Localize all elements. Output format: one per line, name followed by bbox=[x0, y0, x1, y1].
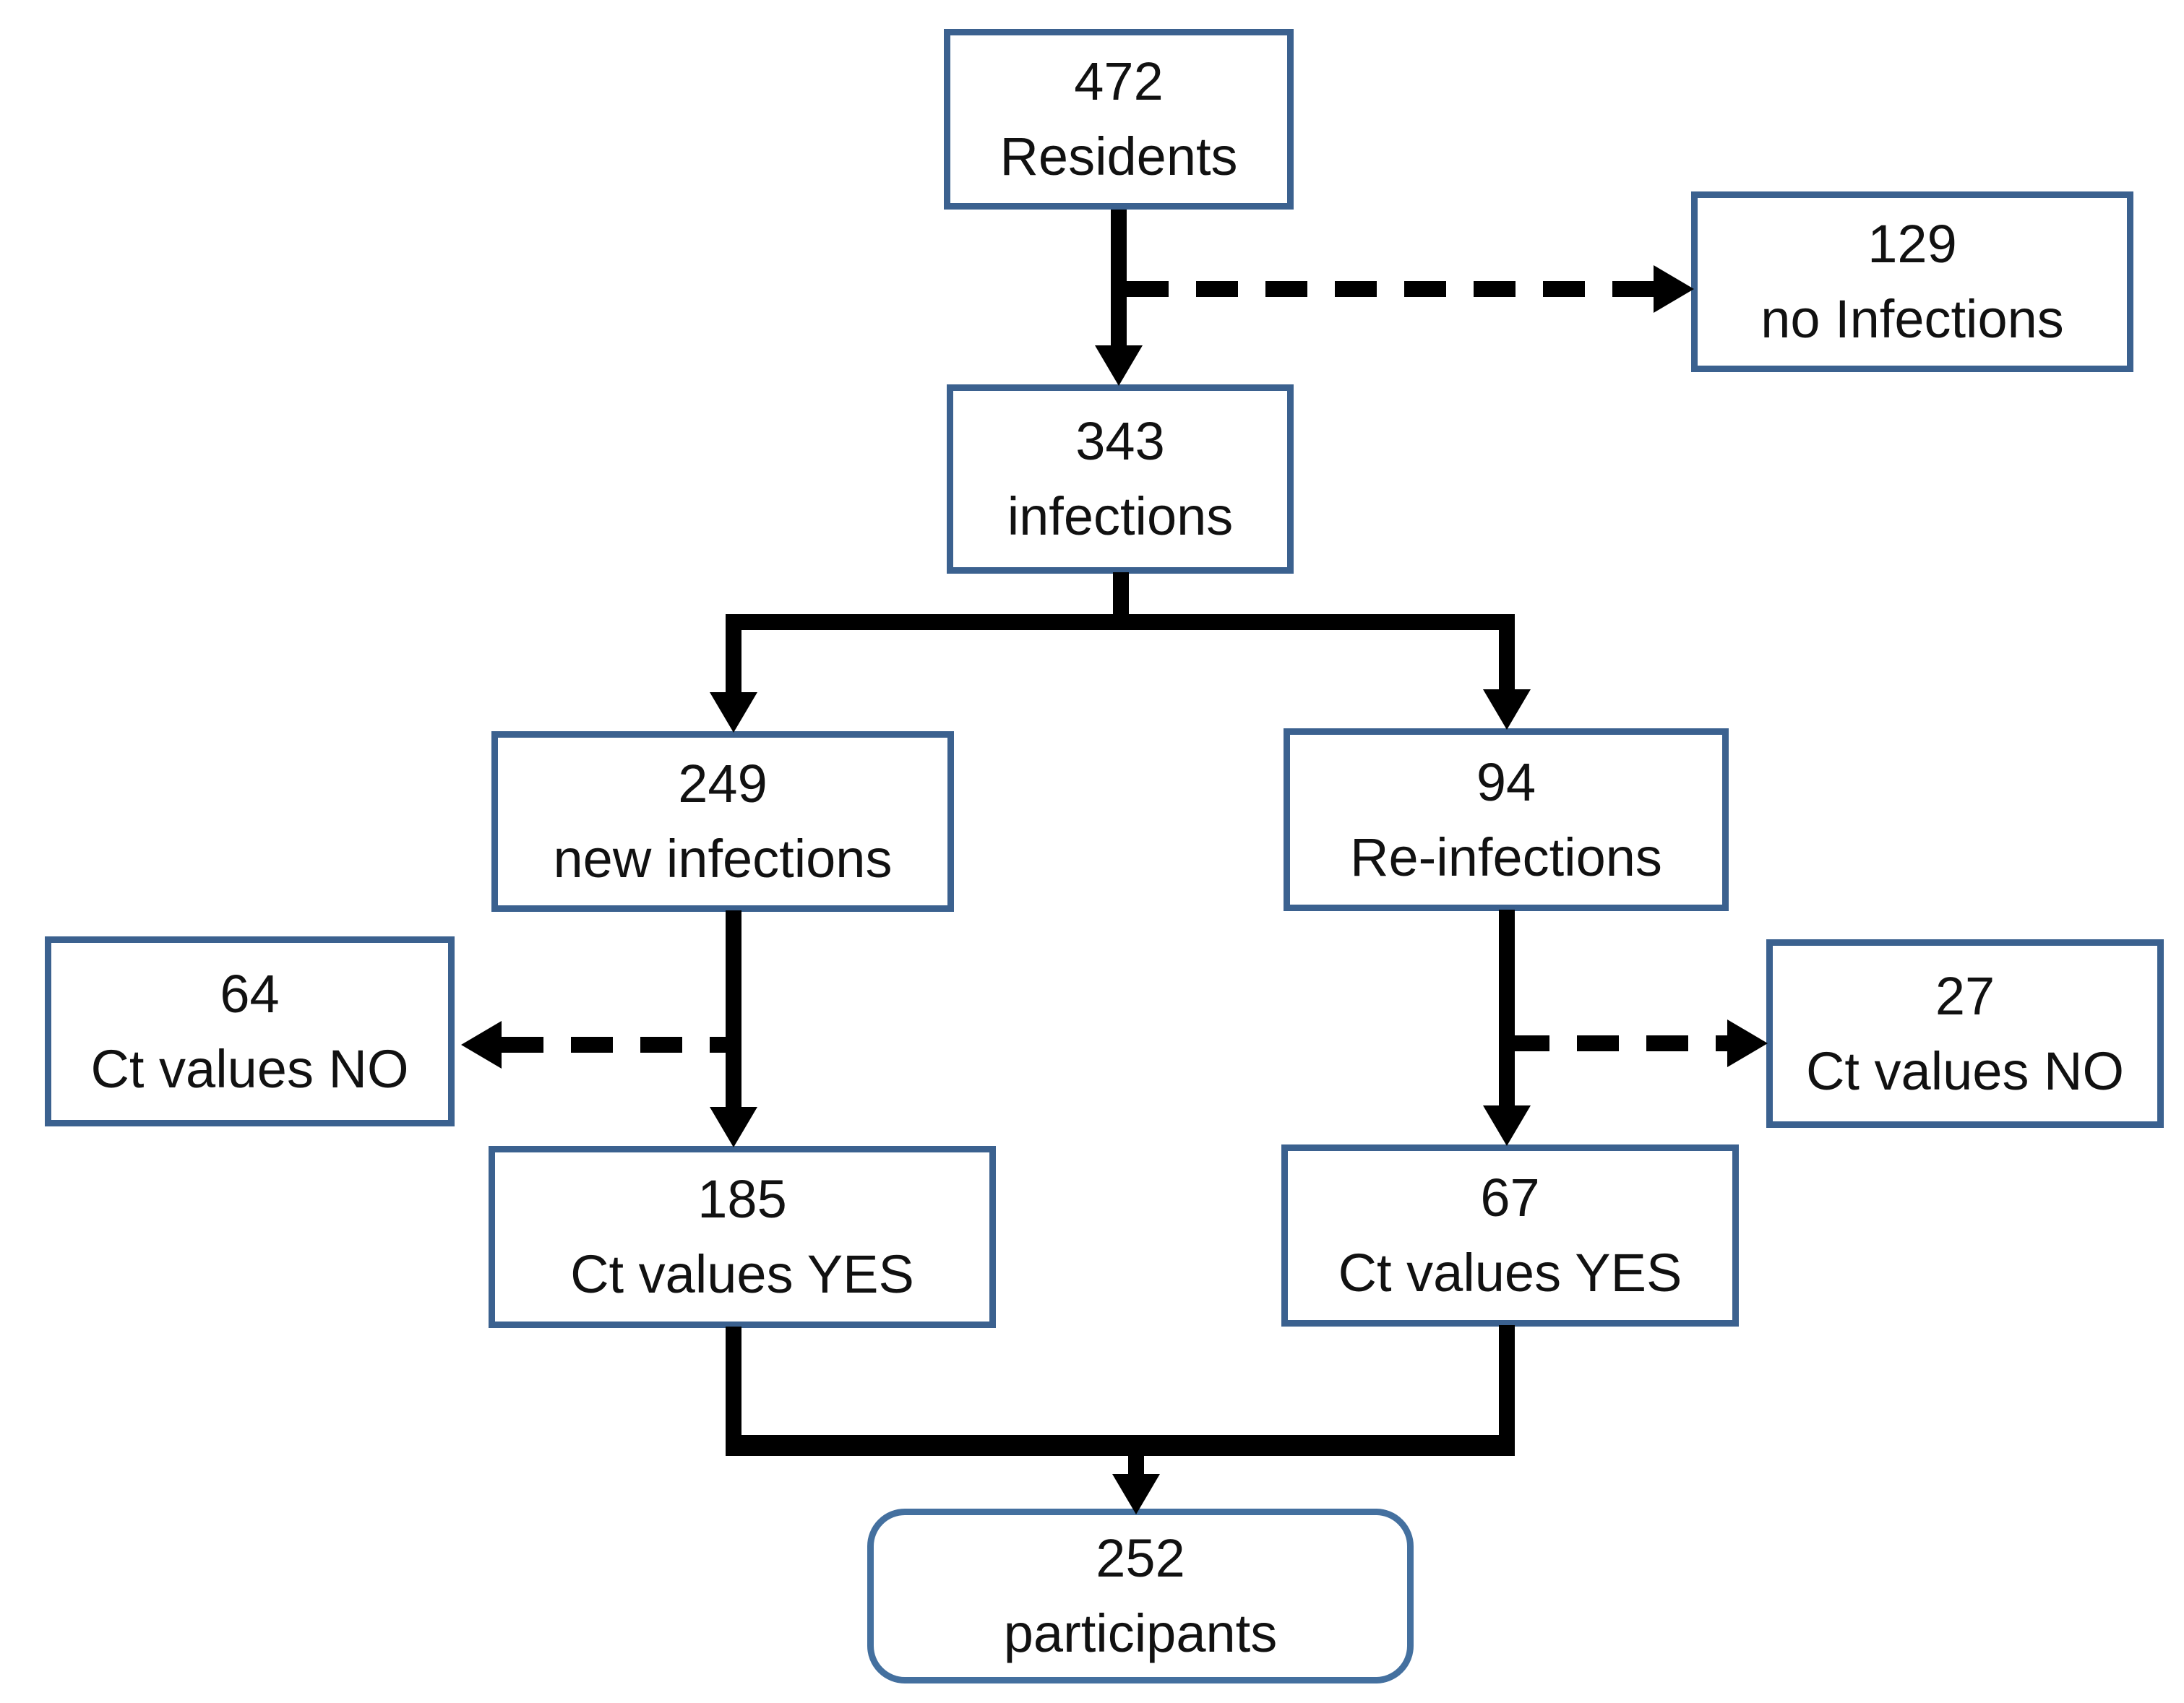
edge-split-to-re-infections bbox=[1499, 614, 1515, 689]
edge-ct-yes-right-merge bbox=[1499, 1325, 1515, 1456]
arrowhead-down-participants bbox=[1112, 1474, 1160, 1514]
ct-values-no-left-label: Ct values NO bbox=[90, 1038, 409, 1099]
infections-label: infections bbox=[1007, 486, 1234, 546]
arrowhead-down-ct-yes-right bbox=[1483, 1105, 1531, 1146]
flow-node-infections: 343 infections bbox=[947, 384, 1294, 574]
arrowhead-left-ct-no bbox=[461, 1021, 502, 1069]
flow-node-residents: 472 Residents bbox=[944, 29, 1294, 210]
re-infections-count: 94 bbox=[1476, 751, 1536, 812]
ct-values-yes-left-count: 185 bbox=[697, 1169, 787, 1229]
arrowhead-right-no-infections bbox=[1654, 265, 1694, 313]
ct-values-no-left-count: 64 bbox=[220, 963, 280, 1024]
flow-node-ct-values-yes-left: 185 Ct values YES bbox=[489, 1146, 996, 1328]
flow-node-ct-values-yes-right: 67 Ct values YES bbox=[1281, 1144, 1739, 1327]
new-infections-count: 249 bbox=[678, 754, 768, 814]
arrowhead-down-ct-yes-left bbox=[710, 1107, 757, 1147]
ct-values-no-right-label: Ct values NO bbox=[1805, 1040, 2125, 1101]
edge-re-infections-ct-no-dashed bbox=[1508, 1035, 1727, 1051]
arrowhead-down-infections bbox=[1095, 345, 1143, 386]
flow-node-ct-values-no-right: 27 Ct values NO bbox=[1766, 939, 2164, 1128]
edge-new-infections-ct-no-dashed bbox=[502, 1037, 740, 1053]
infections-count: 343 bbox=[1075, 411, 1165, 471]
edge-residents-no-infections-dashed bbox=[1127, 281, 1654, 297]
edge-split-to-new-infections bbox=[726, 614, 741, 692]
flow-node-participants: 252 participants bbox=[867, 1509, 1414, 1683]
residents-count: 472 bbox=[1074, 51, 1164, 111]
no-infections-label: no Infections bbox=[1760, 289, 2064, 349]
edge-ct-yes-left-merge bbox=[726, 1327, 741, 1456]
edge-merge-bar bbox=[726, 1435, 1515, 1456]
ct-values-no-right-count: 27 bbox=[1935, 965, 1995, 1026]
flow-node-no-infections: 129 no Infections bbox=[1691, 191, 2133, 372]
edge-residents-infections bbox=[1111, 210, 1127, 347]
flow-node-re-infections: 94 Re-infections bbox=[1284, 728, 1729, 911]
residents-label: Residents bbox=[999, 126, 1238, 186]
ct-values-yes-right-count: 67 bbox=[1480, 1168, 1540, 1228]
edge-re-infections-ct-yes bbox=[1499, 910, 1515, 1107]
arrowhead-right-ct-no bbox=[1727, 1019, 1768, 1067]
arrowhead-down-new-infections bbox=[710, 692, 757, 733]
edge-new-infections-ct-yes bbox=[726, 910, 741, 1108]
arrowhead-down-re-infections bbox=[1483, 689, 1531, 730]
participants-label: participants bbox=[1003, 1603, 1278, 1663]
re-infections-label: Re-infections bbox=[1350, 827, 1662, 887]
flow-node-ct-values-no-left: 64 Ct values NO bbox=[45, 936, 455, 1126]
flow-node-new-infections: 249 new infections bbox=[491, 731, 954, 912]
ct-values-yes-right-label: Ct values YES bbox=[1338, 1243, 1682, 1303]
new-infections-label: new infections bbox=[553, 829, 893, 889]
edge-infections-split-bar bbox=[726, 614, 1515, 630]
no-infections-count: 129 bbox=[1867, 214, 1957, 274]
edge-merge-to-participants bbox=[1128, 1454, 1144, 1476]
ct-values-yes-left-label: Ct values YES bbox=[570, 1244, 914, 1304]
participants-count: 252 bbox=[1096, 1528, 1185, 1588]
